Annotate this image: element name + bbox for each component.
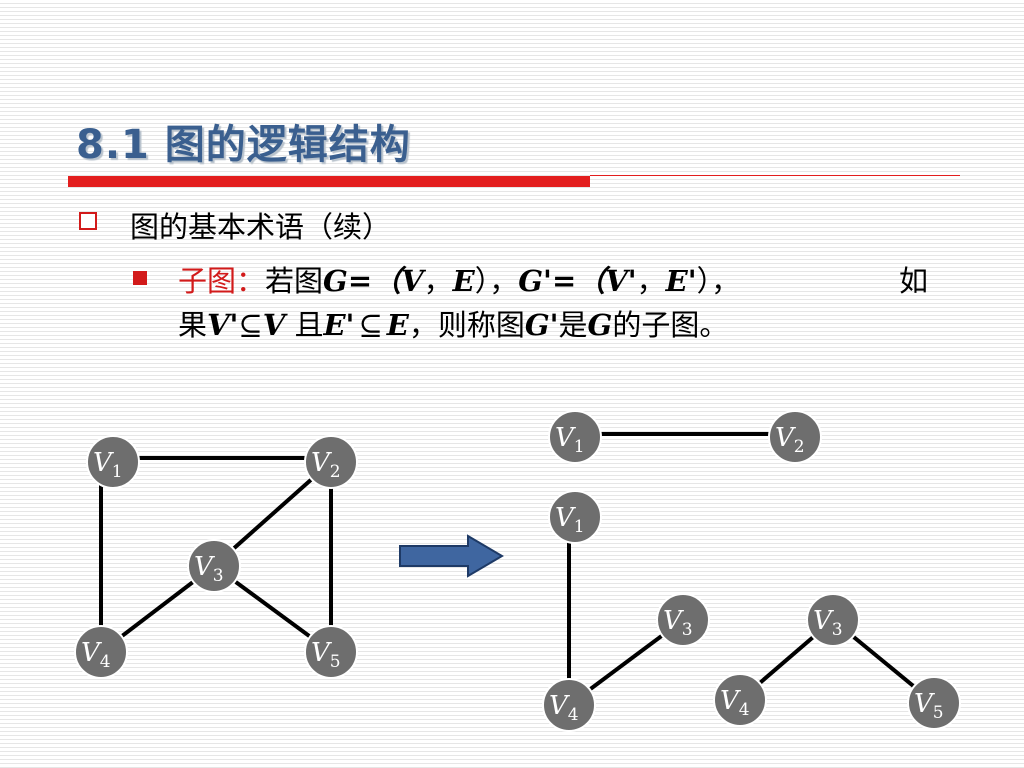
svg-text:V3: V3 — [194, 552, 224, 586]
vertex-v1: V1 — [548, 410, 602, 464]
def-text: ， — [636, 264, 666, 298]
math-V: V — [401, 264, 424, 298]
def-text: ）， — [474, 264, 519, 298]
def-text: ，则称图 — [408, 308, 525, 342]
svg-text:V2: V2 — [775, 423, 805, 457]
math-V-prime: V' — [605, 264, 637, 298]
vertex-v4: V4 — [74, 625, 128, 679]
def-text: ， — [423, 264, 453, 298]
title-underline-thin — [590, 175, 960, 176]
def-text: =（ — [551, 264, 606, 298]
term-subgraph: 子图： — [178, 264, 266, 298]
math-G: G — [587, 308, 613, 342]
svg-text:V1: V1 — [555, 423, 585, 457]
math-E-prime: E' — [665, 264, 697, 298]
svg-text:V5: V5 — [914, 689, 944, 723]
vertex-v5: V5 — [304, 625, 358, 679]
def-text: ）， — [696, 264, 741, 298]
def-text: 果 — [178, 308, 208, 342]
vertex-v2: V2 — [768, 410, 822, 464]
subset-symbol: ⊆ — [358, 308, 383, 342]
svg-text:V3: V3 — [663, 606, 693, 640]
svg-text:V1: V1 — [93, 448, 123, 482]
subgraph-definition: 子图：若图G=（V，E），G'=（V'，E'），如果V'⊆V 且E'⊆E，则称图… — [178, 259, 928, 347]
vertex-v3: V3 — [806, 593, 860, 647]
vertex-v5: V5 — [907, 676, 961, 730]
math-E: E — [452, 264, 475, 298]
vertex-v1: V1 — [86, 435, 140, 489]
def-text: 如 — [898, 264, 928, 298]
math-G-prime: G' — [518, 264, 552, 298]
title-underline-thick — [68, 176, 590, 187]
svg-text:V4: V4 — [720, 686, 750, 720]
def-text: 是 — [558, 308, 588, 342]
vertex-v3: V3 — [656, 593, 710, 647]
subset-symbol: ⊆ — [238, 308, 263, 342]
filled-square-bullet-icon — [133, 271, 147, 285]
right-arrow-icon — [399, 534, 504, 578]
math-E-prime: E' — [323, 308, 355, 342]
svg-text:V4: V4 — [81, 638, 111, 672]
svg-text:V3: V3 — [813, 606, 843, 640]
math-V: V — [262, 308, 286, 342]
vertex-v1: V1 — [548, 490, 602, 544]
math-E: E — [386, 308, 409, 342]
vertex-v4: V4 — [542, 678, 596, 732]
math-G-prime: G' — [524, 308, 559, 342]
vertex-v2: V2 — [304, 435, 358, 489]
vertex-v3: V3 — [187, 539, 241, 593]
def-text: =（ — [347, 264, 402, 298]
vertex-v4: V4 — [713, 673, 767, 727]
bullet-heading: 图的基本术语（续） — [130, 210, 392, 244]
def-text: 的子图。 — [612, 308, 729, 342]
math-G: G — [323, 264, 348, 298]
svg-text:V5: V5 — [311, 638, 341, 672]
page-title: 8.1 图的逻辑结构 — [76, 122, 411, 168]
svg-text:V2: V2 — [311, 448, 341, 482]
def-text: 若图 — [265, 264, 324, 298]
svg-text:V4: V4 — [549, 691, 579, 725]
svg-text:V1: V1 — [555, 503, 585, 537]
hollow-square-bullet-icon — [79, 212, 97, 230]
def-text: 且 — [285, 308, 324, 342]
math-V-prime: V' — [207, 308, 239, 342]
